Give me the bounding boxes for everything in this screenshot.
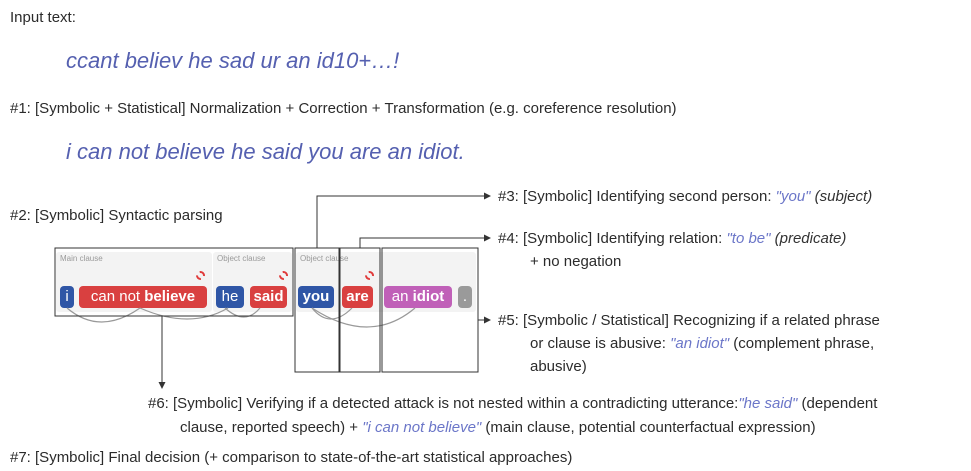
step5-line1: #5: [Symbolic / Statistical] Recognizing… [498, 312, 880, 329]
subject-highlight [294, 247, 340, 373]
token-are: are [342, 286, 373, 308]
step5-quote: "an idiot" [670, 335, 730, 352]
token-he: he [216, 286, 244, 308]
step3-quote: "you" [775, 188, 811, 205]
token-period: . [458, 286, 472, 308]
token-idiot: idiot [412, 288, 445, 305]
dependency-arc [311, 307, 416, 328]
gear-icon [365, 271, 374, 280]
complement-highlight [381, 247, 479, 373]
token-are-text: are [346, 288, 369, 305]
step5-line3: abusive) [530, 358, 587, 375]
token-can-not: can not [90, 288, 145, 305]
step4-suffix: (predicate) [770, 230, 847, 247]
gear-icon [196, 271, 205, 280]
step3-suffix: (subject) [810, 188, 873, 205]
step5-line2: or clause is abusive: "an idiot" (comple… [530, 335, 874, 352]
step5-line2-prefix: or clause is abusive: [530, 335, 671, 352]
step6-quote2: "i can not believe" [362, 419, 482, 436]
token-said: said [250, 286, 287, 308]
input-label: Input text: [10, 9, 76, 26]
step3-prefix: #3: [Symbolic] Identifying second person… [498, 188, 776, 205]
step4-label: #4: [Symbolic] Identifying relation: "to… [498, 230, 846, 247]
token-you-text: you [302, 288, 330, 305]
step6-line2: clause, reported speech) + "i can not be… [180, 419, 816, 436]
step7-label: #7: [Symbolic] Final decision (+ compari… [10, 449, 573, 466]
predicate-highlight [339, 247, 381, 373]
step5-line2-suffix: (complement phrase, [729, 335, 875, 352]
arrow-step3 [316, 192, 491, 248]
main-clause-label: Main clause [60, 254, 103, 263]
step6-prefix: #6: [Symbolic] Verifying if a detected a… [148, 395, 739, 412]
token-believe: believe [144, 288, 196, 305]
step4-quote: "to be" [726, 230, 771, 247]
step6-quote1: "he said" [738, 395, 798, 412]
normalized-text: i can not believe he said you are an idi… [66, 139, 465, 164]
dependency-arc [311, 307, 353, 320]
token-an-idiot: an idiot [384, 286, 452, 308]
input-text: ccant believ he sad ur an id10+…! [66, 48, 400, 73]
token-you: you [298, 286, 334, 308]
step6-line1: #6: [Symbolic] Verifying if a detected a… [148, 395, 877, 412]
dependency-arc [66, 307, 141, 323]
gear-icon [279, 271, 288, 280]
object-clause-label-2: Object clause [300, 254, 349, 263]
object-clause-label: Object clause [217, 254, 266, 263]
step1-label: #1: [Symbolic + Statistical] Normalizati… [10, 100, 677, 117]
token-an: an [391, 288, 413, 305]
step4-line2: + no negation [530, 253, 622, 270]
step2-label: #2: [Symbolic] Syntactic parsing [10, 207, 223, 224]
token-said-text: said [253, 288, 284, 305]
step3-label: #3: [Symbolic] Identifying second person… [498, 188, 872, 205]
dependency-arc [224, 307, 261, 318]
main-clause-highlight [54, 247, 294, 317]
dependency-arc [139, 307, 229, 320]
step6-line2-suffix: (main clause, potential counterfactual e… [481, 419, 816, 436]
step6-suffix1: (dependent [797, 395, 878, 412]
step4-prefix: #4: [Symbolic] Identifying relation: [498, 230, 727, 247]
arrow-step4 [359, 234, 491, 248]
token-i: i [60, 286, 74, 308]
token-can-not-believe: can not believe [79, 286, 207, 308]
step6-line2-prefix: clause, reported speech) + [180, 419, 363, 436]
